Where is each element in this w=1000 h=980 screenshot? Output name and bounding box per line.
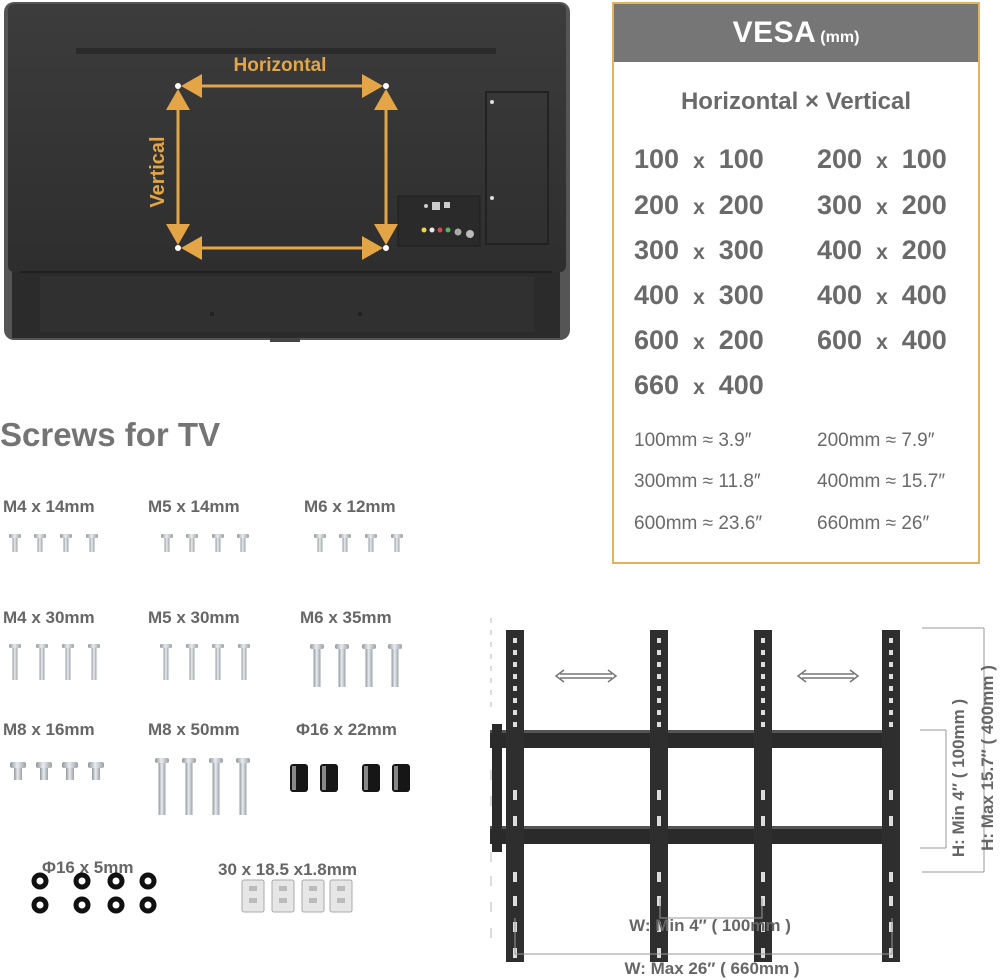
screws-title: Screws for TV bbox=[0, 416, 221, 453]
screw-label: 30 x 18.5 x1.8mm bbox=[218, 860, 357, 879]
height-min-label: H: Min 4″ ( 100mm ) bbox=[949, 699, 968, 857]
conversion-text: 600mm ≈ 23.6″ bbox=[634, 513, 763, 534]
screw-label: M8 x 16mm bbox=[3, 720, 95, 739]
screw-label: M8 x 50mm bbox=[148, 720, 240, 739]
conversion-text: 660mm ≈ 26″ bbox=[817, 513, 930, 534]
vesa-header: VESA(mm) bbox=[614, 4, 978, 62]
wall-mount-illustration: W: Min 4″ ( 100mm ) W: Max 26″ ( 660mm )… bbox=[490, 618, 997, 978]
width-min-label: W: Min 4″ ( 100mm ) bbox=[629, 916, 791, 935]
conversion-text: 100mm ≈ 3.9″ bbox=[634, 430, 752, 451]
screw-label: Φ16 x 5mm bbox=[42, 858, 134, 877]
horizontal-label: Horizontal bbox=[234, 55, 327, 76]
conversion-text: 200mm ≈ 7.9″ bbox=[817, 430, 935, 451]
vesa-subtitle: Horizontal × Vertical bbox=[680, 88, 912, 115]
vertical-label: Vertical bbox=[147, 136, 169, 207]
height-max-label: H: Max 15.7″ ( 400mm ) bbox=[978, 665, 997, 851]
vesa-title: VESA bbox=[732, 16, 817, 49]
screw-label: M6 x 35mm bbox=[300, 608, 392, 627]
screws-illustration bbox=[9, 534, 410, 914]
screw-label: Φ16 x 22mm bbox=[296, 720, 397, 739]
screw-label: M4 x 14mm bbox=[3, 497, 95, 516]
conversion-text: 300mm ≈ 11.8″ bbox=[634, 471, 761, 492]
width-max-label: W: Max 26″ ( 660mm ) bbox=[624, 959, 799, 978]
screw-label: M5 x 30mm bbox=[148, 608, 240, 627]
screw-label: M5 x 14mm bbox=[148, 497, 240, 516]
screw-label: M6 x 12mm bbox=[304, 497, 396, 516]
conversion-text: 400mm ≈ 15.7″ bbox=[817, 471, 946, 492]
vesa-unit: (mm) bbox=[820, 29, 860, 46]
screw-label: M4 x 30mm bbox=[3, 608, 95, 627]
tv-back-illustration: Horizontal Vertical bbox=[4, 2, 570, 342]
